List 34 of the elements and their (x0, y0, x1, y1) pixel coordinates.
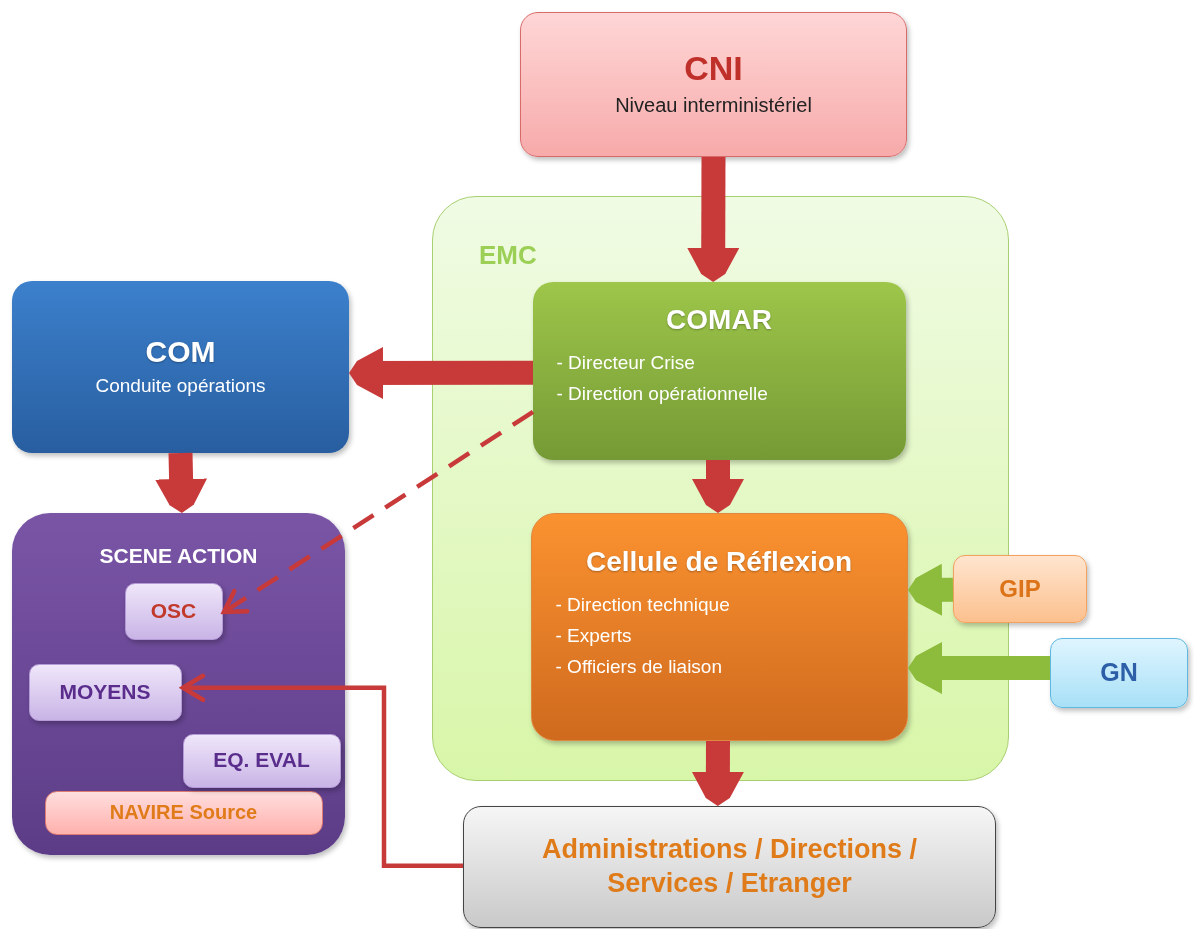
process-box (530, 512, 908, 741)
process-box (182, 733, 341, 788)
node-title: CNI (684, 47, 743, 89)
node-title: SCENE ACTION (99, 543, 258, 569)
node-title: NAVIRE Source (109, 800, 258, 825)
process-box (124, 582, 223, 640)
node-title: Administrations / Directions / Services / Etranger (540, 833, 919, 900)
process-box (532, 281, 906, 460)
dashed-arrow (221, 410, 535, 615)
process-box (520, 12, 907, 157)
node-title: COMAR (666, 302, 772, 337)
arrow (180, 673, 463, 869)
node-title: OSC (150, 597, 197, 624)
node-text: - Experts (555, 623, 632, 648)
node-title: MOYENS (59, 678, 151, 705)
node-title: EMC (479, 239, 537, 272)
process-box (44, 790, 323, 835)
node-text: - Directeur Crise (556, 350, 695, 375)
node-text: Niveau interministériel (615, 93, 812, 119)
node-text: - Direction technique (555, 592, 730, 617)
group-container (12, 513, 345, 855)
node-text: - Direction opérationnelle (556, 381, 768, 406)
node-title: GIP (999, 574, 1041, 604)
node-title: GN (1100, 657, 1138, 689)
node-text: Conduite opérations (95, 374, 266, 399)
node-title: Cellule de Réflexion (585, 544, 853, 579)
node-title: COM (145, 333, 216, 370)
process-box (953, 555, 1087, 623)
process-box (28, 663, 182, 721)
process-box (463, 806, 996, 928)
process-box (12, 281, 349, 453)
node-title: EQ. EVAL (213, 747, 310, 774)
process-box (1050, 638, 1188, 708)
node-text: - Officiers de liaison (555, 655, 722, 680)
